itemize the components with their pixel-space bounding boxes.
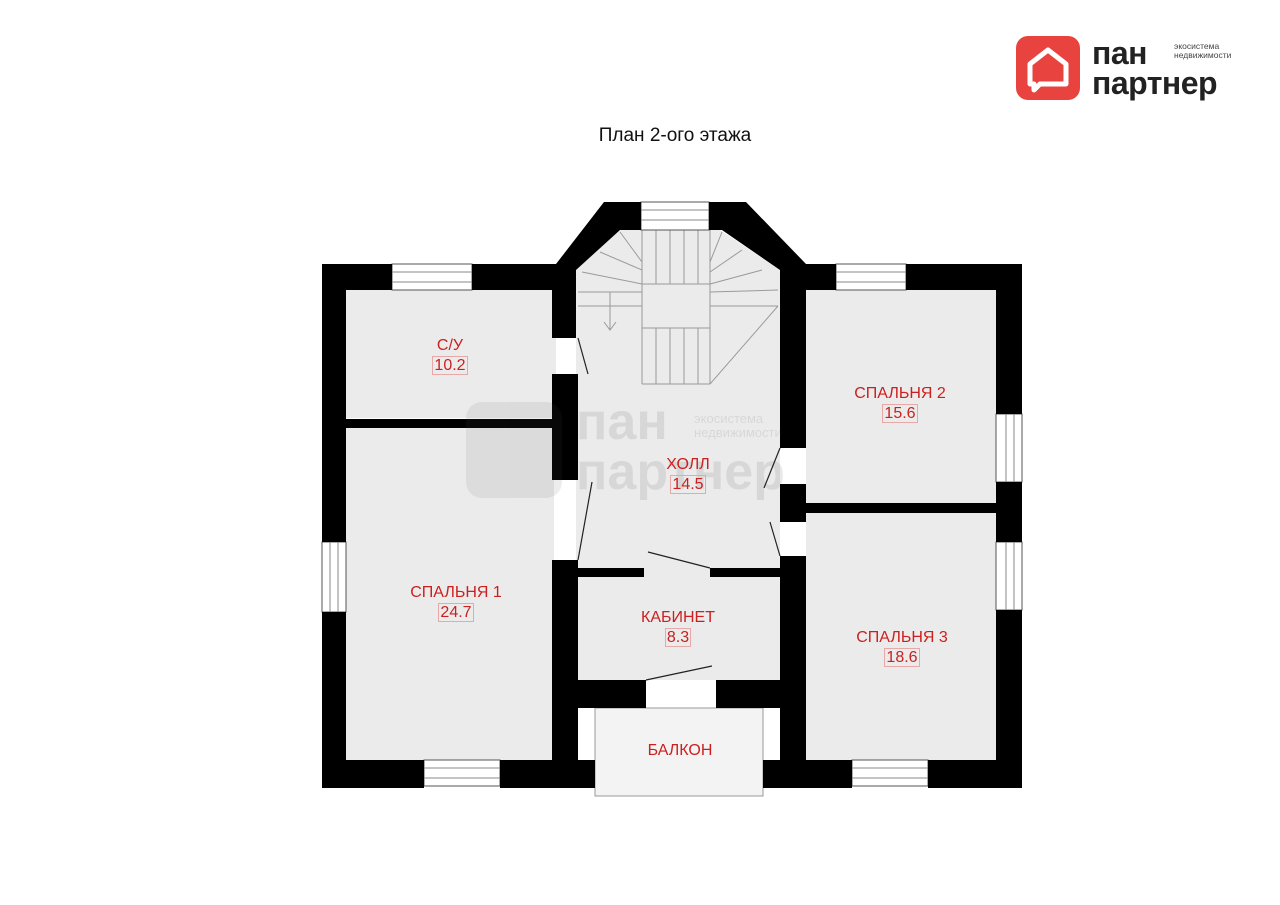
wall [552,202,641,338]
brand-tagline: экосистема недвижимости [1174,42,1254,60]
room-label-bedroom1: СПАЛЬНЯ 1 24.7 [386,583,526,623]
balcony [594,707,764,797]
wall [322,264,346,542]
doors [577,337,781,681]
wall [928,760,1022,788]
room-name: СПАЛЬНЯ 3 [856,629,948,646]
floor-su [346,290,556,418]
door [769,521,781,557]
wall [322,760,424,788]
floor-hall [576,230,780,680]
floor-bedroom1 [346,428,554,760]
room-name: БАЛКОН [647,742,713,759]
wall [996,610,1022,788]
brand-tagline-line2: недвижимости [1174,50,1232,60]
wall [996,264,1022,414]
room-area: 14.5 [670,475,706,494]
wall [780,556,806,788]
floor-bedroom2 [806,290,996,505]
room-name: СПАЛЬНЯ 1 [410,584,502,601]
wall [710,568,780,577]
door [645,665,713,681]
window [391,263,473,291]
wall [996,482,1022,542]
room-name: С/У [436,337,464,354]
room-label-balcony: БАЛКОН [620,741,740,761]
window-panes [329,209,1015,779]
floor-areas [346,230,996,760]
wall [500,760,595,788]
window [835,263,907,291]
door [647,551,711,569]
window [851,759,929,787]
door [577,481,593,561]
door [577,337,589,375]
window [640,201,710,231]
room-label-bedroom2: СПАЛЬНЯ 2 15.6 [830,384,970,424]
brand-name-line2: партнер [1092,65,1218,101]
room-area: 10.2 [432,356,468,375]
wall [472,264,556,290]
room-area: 15.6 [882,404,918,423]
room-label-su: С/У 10.2 [400,336,500,376]
room-name: СПАЛЬНЯ 2 [854,385,946,402]
room-label-hall: ХОЛЛ 14.5 [638,455,738,495]
room-name: ХОЛЛ [666,456,710,473]
house-speech-bubble-icon [1016,36,1080,100]
wall [552,374,578,480]
wall [578,680,646,708]
room-label-office: КАБИНЕТ 8.3 [618,608,738,648]
wall [780,290,806,448]
window [423,759,501,787]
room-name: КАБИНЕТ [641,609,715,626]
wall [578,568,644,577]
floor-bedroom3 [806,512,996,760]
wall [716,680,780,708]
wall [322,612,346,788]
brand-logo: пан экосистема недвижимости партнер [1016,36,1256,102]
walls [322,202,1022,788]
room-area: 18.6 [884,648,920,667]
wall [346,419,556,428]
plan-title: План 2-ого этажа [598,125,752,146]
staircase [578,230,779,385]
room-label-bedroom3: СПАЛЬНЯ 3 18.6 [832,628,972,668]
door [763,447,781,489]
window [995,541,1023,611]
window [995,413,1023,483]
room-area: 8.3 [664,628,692,647]
windows [321,201,1023,787]
wall [780,484,806,522]
brand-name-line1: пан [1092,35,1147,71]
window [321,541,347,613]
wall [763,760,852,788]
wall [780,264,836,290]
brand-tagline-line1: экосистема [1174,41,1220,51]
room-area: 24.7 [438,603,474,622]
wall [552,560,578,788]
wall [806,503,996,513]
